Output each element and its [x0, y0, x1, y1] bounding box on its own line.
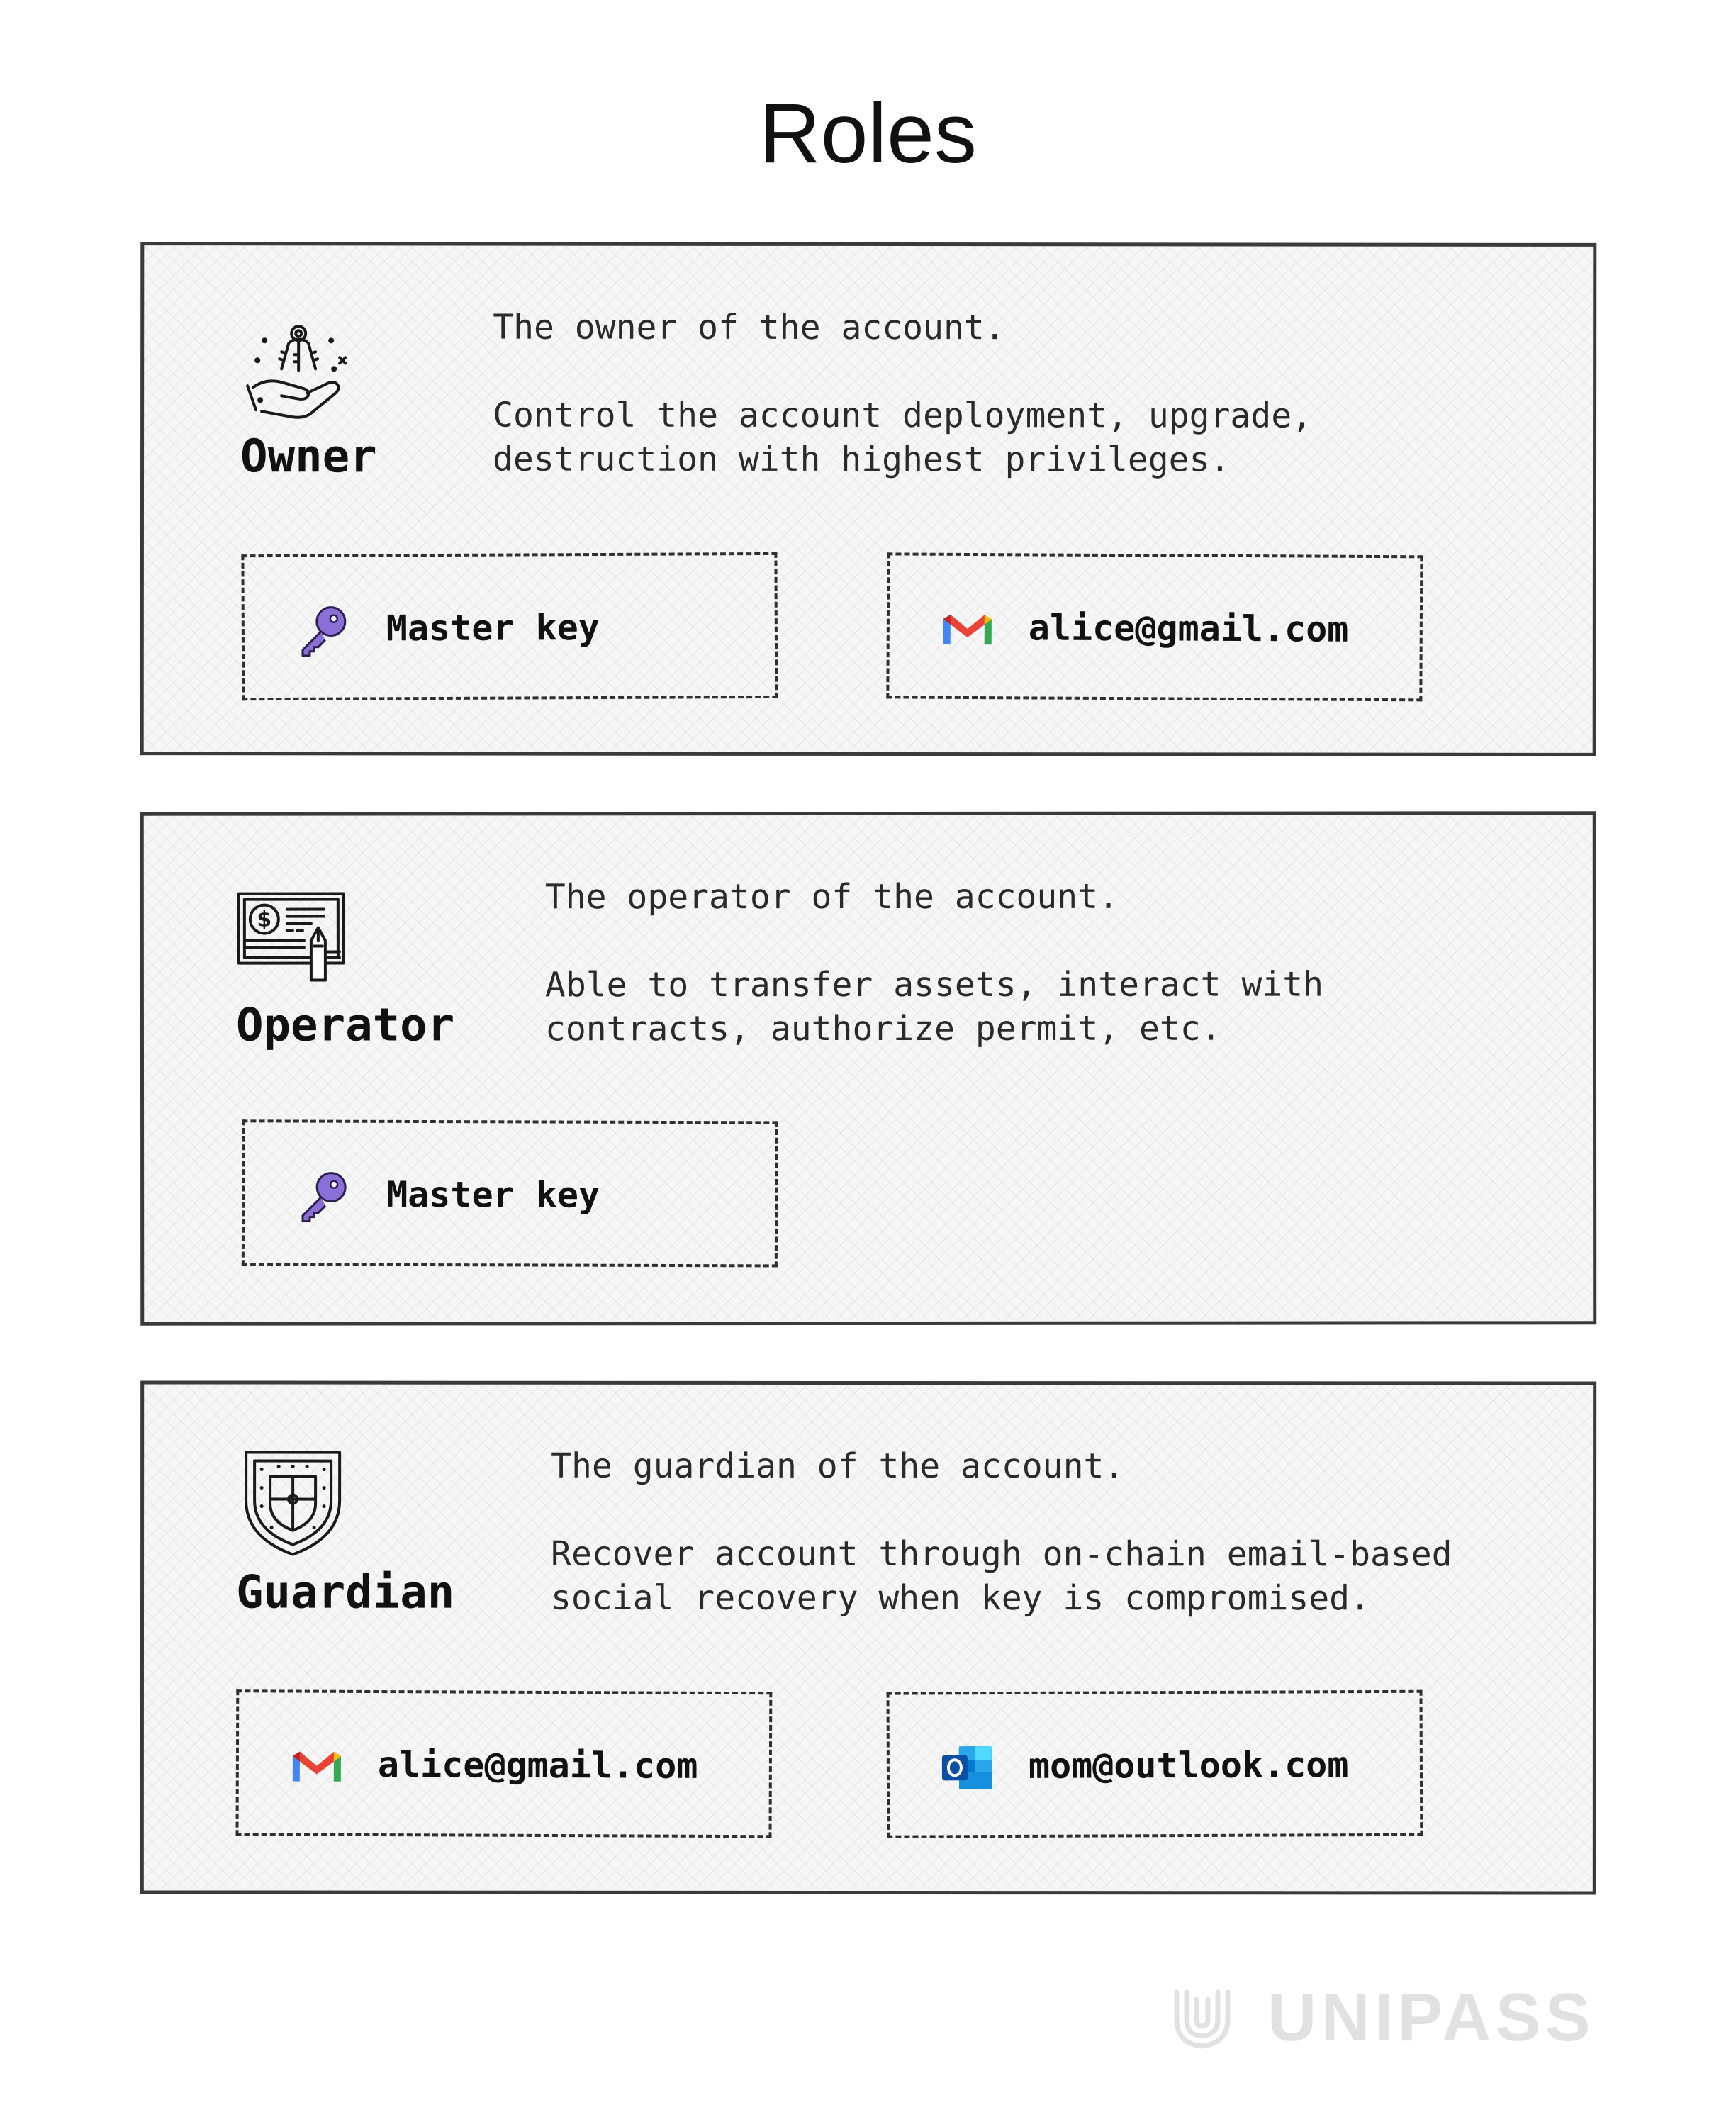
key-icon [294, 602, 351, 659]
credential-master-key: Master key [241, 1119, 778, 1268]
credential-label: mom@outlook.com [1028, 1744, 1349, 1787]
credential-label: Master key [386, 607, 600, 649]
page-title: Roles [759, 86, 977, 181]
role-description: The owner of the account. Control the ac… [493, 306, 1312, 482]
description-line: The owner of the account. [493, 307, 1005, 348]
credential-gmail: alice@gmail.com [235, 1689, 773, 1838]
description-line: The guardian of the account. [551, 1446, 1125, 1487]
description-line: contracts, authorize permit, etc. [544, 1008, 1221, 1049]
description-line: Recover account through on-chain email-b… [551, 1534, 1452, 1575]
credential-label: alice@gmail.com [1028, 607, 1349, 650]
role-name: Operator [235, 999, 455, 1052]
description-line: social recovery when key is compromised. [551, 1577, 1370, 1619]
description-line [493, 350, 1312, 394]
keys-in-hand-icon [243, 316, 357, 430]
description-line: destruction with highest privileges. [493, 439, 1231, 480]
svg-text:$: $ [257, 907, 271, 932]
description-line [551, 1488, 1452, 1533]
credential-gmail: alice@gmail.com [886, 552, 1423, 702]
role-card-guardian: Guardian The guardian of the account. Re… [140, 1380, 1597, 1895]
role-name: Owner [240, 430, 377, 484]
role-card-operator: $ Operator The operator of the account. … [140, 811, 1597, 1326]
description-line: The operator of the account. [544, 876, 1119, 917]
description-line: Able to transfer assets, interact with [544, 964, 1324, 1005]
brand-name: UNIPASS [1267, 1979, 1595, 2055]
credential-label: alice@gmail.com [377, 1744, 698, 1787]
shield-icon [236, 1446, 349, 1559]
role-name: Guardian [236, 1566, 455, 1619]
gmail-icon [289, 1738, 345, 1794]
credential-outlook: mom@outlook.com [886, 1689, 1423, 1838]
role-description: The operator of the account. Able to tra… [545, 875, 1323, 1051]
role-description: The guardian of the account. Recover acc… [551, 1444, 1452, 1621]
brand-watermark: UNIPASS [1163, 1978, 1616, 2056]
credential-master-key: Master key [241, 552, 778, 701]
description-line [545, 919, 1323, 963]
outlook-icon [939, 1739, 996, 1796]
credential-label: Master key [386, 1173, 600, 1216]
description-line: Control the account deployment, upgrade, [493, 395, 1313, 436]
role-card-owner: Owner The owner of the account. Control … [140, 242, 1597, 756]
gmail-icon [939, 601, 996, 657]
unipass-logo-icon [1174, 1989, 1231, 2049]
key-icon [294, 1168, 351, 1224]
check-signing-icon: $ [235, 884, 348, 998]
